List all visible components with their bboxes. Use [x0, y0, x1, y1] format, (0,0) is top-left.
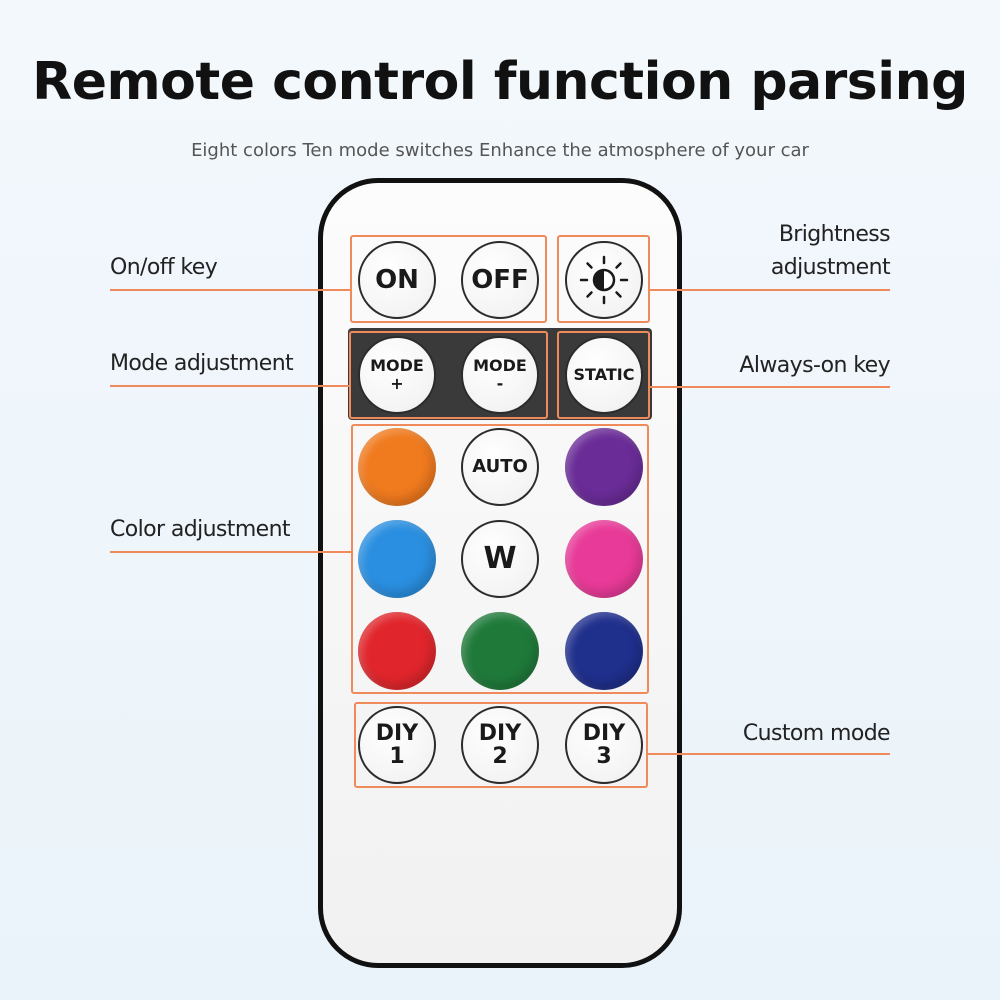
white-w-button[interactable]: W — [461, 520, 539, 598]
static-button-label: STATIC — [573, 365, 635, 385]
color-adjustment-label: Color adjustment — [110, 517, 291, 542]
on-button[interactable]: ON — [358, 241, 436, 319]
mode-minus-label-bottom: - — [496, 374, 504, 393]
brightness-group-box — [557, 235, 650, 323]
brightness-icon — [579, 255, 629, 305]
off-button-label: OFF — [471, 265, 529, 295]
mode-leader-line — [110, 385, 349, 387]
brightness-leader-line — [650, 289, 890, 291]
brightness-button[interactable] — [565, 241, 643, 319]
diy-3-label-top: DIY — [582, 720, 626, 746]
diy-2-label-bottom: 2 — [492, 744, 508, 769]
red-color-button[interactable] — [358, 612, 436, 690]
color-group-box — [351, 424, 649, 694]
navy-color-button[interactable] — [565, 612, 643, 690]
mode-plus-button[interactable]: MODE + — [358, 336, 436, 414]
on-off-group-box — [350, 235, 547, 323]
diy-3-label-bottom: 3 — [596, 744, 612, 769]
brightness-adjustment-label: Brightness adjustment — [690, 218, 891, 284]
color-leader-line — [110, 551, 351, 553]
static-group-box — [557, 331, 650, 419]
off-button[interactable]: OFF — [461, 241, 539, 319]
on-off-leader-line — [110, 289, 350, 291]
green-color-button[interactable] — [461, 612, 539, 690]
always-on-leader-line — [650, 386, 890, 388]
custom-mode-label: Custom mode — [742, 721, 891, 746]
always-on-key-label: Always-on key — [739, 353, 890, 378]
diy-1-label-top: DIY — [375, 720, 419, 746]
diy-group-box — [354, 702, 648, 788]
diy-1-button[interactable]: DIY 1 — [358, 706, 436, 784]
diy-1-label-bottom: 1 — [389, 744, 405, 769]
mode-plus-label-top: MODE — [370, 356, 424, 376]
mode-plus-label-bottom: + — [390, 374, 404, 393]
blue-color-button[interactable] — [358, 520, 436, 598]
brightness-label-line2: adjustment — [770, 255, 891, 280]
w-button-label: W — [483, 541, 517, 576]
on-off-key-label: On/off key — [110, 255, 218, 280]
custom-leader-line — [648, 753, 890, 755]
mode-adjustment-label: Mode adjustment — [110, 351, 294, 376]
pink-color-button[interactable] — [565, 520, 643, 598]
purple-color-button[interactable] — [565, 428, 643, 506]
page-title: Remote control function parsing — [32, 52, 968, 112]
page-subtitle: Eight colors Ten mode switches Enhance t… — [191, 140, 809, 161]
static-button[interactable]: STATIC — [565, 336, 643, 414]
mode-minus-button[interactable]: MODE - — [461, 336, 539, 414]
orange-color-button[interactable] — [358, 428, 436, 506]
mode-group-box — [349, 331, 548, 419]
brightness-label-line1: Brightness — [778, 222, 891, 247]
on-button-label: ON — [375, 265, 419, 295]
diy-2-button[interactable]: DIY 2 — [461, 706, 539, 784]
mode-minus-label-top: MODE — [473, 356, 527, 376]
diy-2-label-top: DIY — [478, 720, 522, 746]
auto-button[interactable]: AUTO — [461, 428, 539, 506]
auto-button-label: AUTO — [472, 456, 528, 478]
diy-3-button[interactable]: DIY 3 — [565, 706, 643, 784]
